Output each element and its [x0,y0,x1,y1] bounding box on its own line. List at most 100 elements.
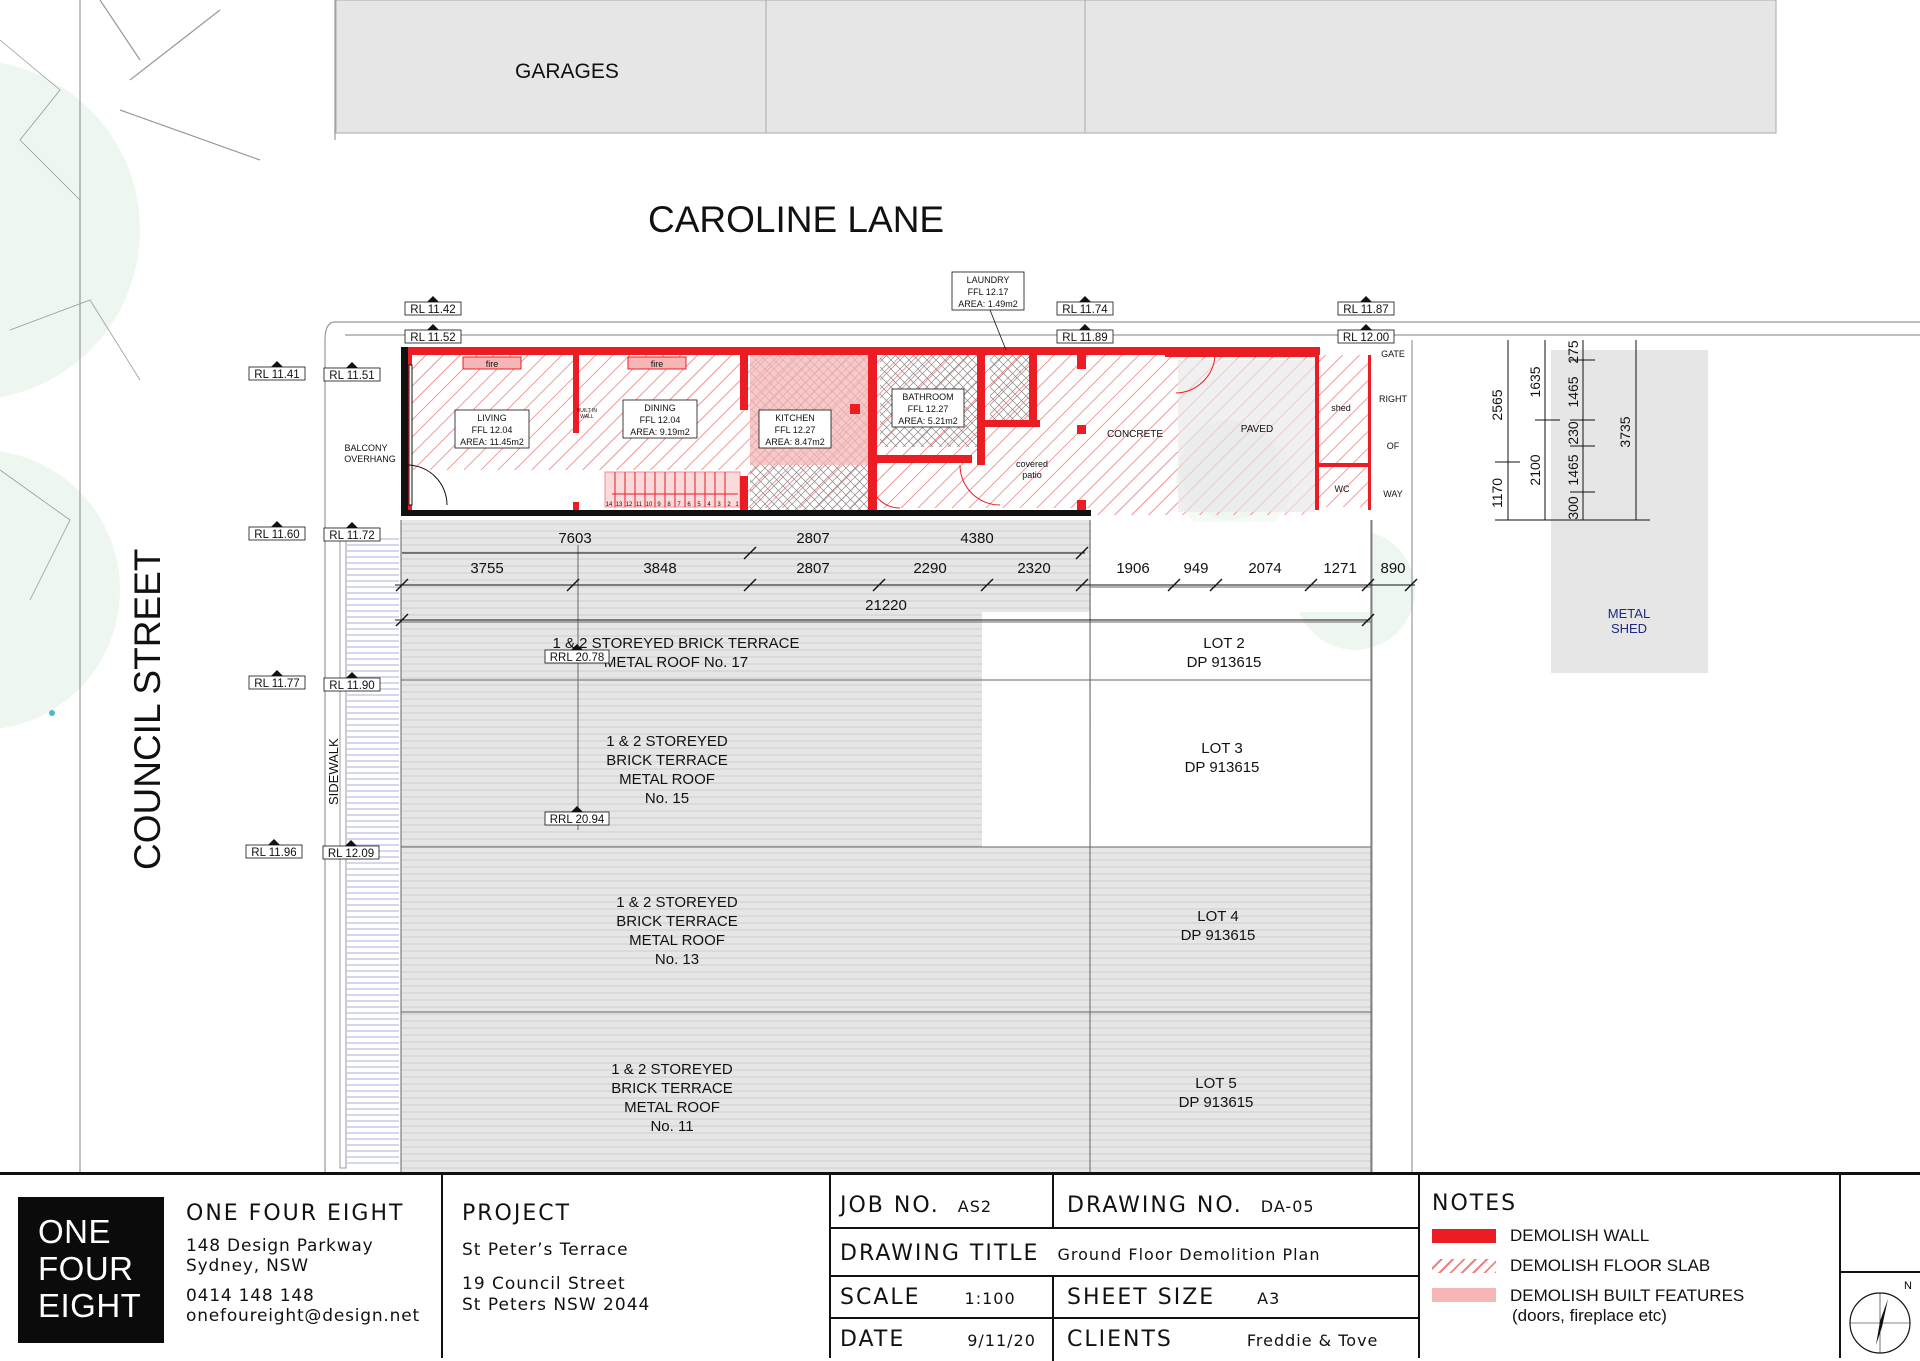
terrace-11-line1: 1 & 2 STOREYED [611,1061,733,1078]
drawing-number: DRAWING NO. DA-05 [1067,1193,1315,1218]
legend-demolish-built: DEMOLISH BUILT FEATURES (doors, fireplac… [1432,1286,1744,1326]
svg-text:RL 11.42: RL 11.42 [410,304,455,316]
svg-text:9: 9 [657,502,661,508]
svg-text:RL 11.52: RL 11.52 [410,332,455,344]
svg-text:2807: 2807 [796,530,829,547]
svg-text:RL 11.74: RL 11.74 [1062,304,1108,316]
demolish-slab-text: DEMOLISH FLOOR SLAB [1510,1256,1711,1275]
site-plan-drawing: GARAGES CAROLINE LANE COUNCIL STREET SID… [0,0,1920,1172]
divider [829,1275,1418,1277]
built-in-wall-2: WALL [580,414,594,420]
divider [829,1175,831,1358]
shed-label: shed [1331,403,1351,413]
job-number: JOB NO. AS2 [840,1193,992,1218]
kitchen-area: AREA: 8.47m2 [765,437,825,447]
svg-text:1: 1 [735,502,739,508]
svg-text:890: 890 [1380,560,1405,577]
scale: SCALE 1:100 [840,1285,1016,1310]
concrete-label: CONCRETE [1107,429,1163,440]
svg-text:8: 8 [667,502,671,508]
lot4-line2: DP 913615 [1181,927,1256,944]
bathroom-ffl: FFL 12.27 [908,404,949,414]
svg-text:1465: 1465 [1565,454,1581,485]
rl-tag: RL 11.41 [248,361,306,381]
svg-text:2320: 2320 [1017,560,1050,577]
garages: GARAGES [335,0,1777,134]
divider [1839,1271,1920,1273]
property-lines [79,0,1920,1172]
drawing-title-label: DRAWING TITLE [840,1241,1040,1266]
living-area: AREA: 11.45m2 [460,437,524,447]
sidewalk-label: SIDEWALK [326,738,341,805]
project-label: PROJECT [462,1201,572,1226]
dimension-values: 7603 2807 4380 3755 3848 2807 2290 2320 … [470,530,1405,614]
svg-text:300: 300 [1565,496,1581,520]
svg-text:12: 12 [626,502,633,508]
rl-tag: RRL 20.78 [544,644,610,664]
fire-label-dining: fire [651,359,664,369]
svg-text:1635: 1635 [1527,366,1543,397]
svg-text:RL 12.09: RL 12.09 [328,848,374,860]
rl-tag: RL 11.51 [323,362,381,382]
dining-ffl: FFL 12.04 [640,415,681,425]
drawing-title-value: Ground Floor Demolition Plan [1057,1245,1321,1264]
project-address-1: 19 Council Street [462,1274,626,1294]
balcony-label-1: BALCONY [344,443,387,453]
firm-email: onefoureight@design.net [186,1306,420,1326]
svg-text:3735: 3735 [1617,416,1633,447]
house-plan: fire fire [401,347,1371,516]
terrace-11-line3: METAL ROOF [624,1099,720,1116]
svg-text:2807: 2807 [796,560,829,577]
legend-demolish-wall: DEMOLISH WALL [1432,1226,1744,1246]
svg-text:RL 11.77: RL 11.77 [254,678,299,690]
rl-tag: RL 12.00 [1337,324,1395,344]
svg-text:4: 4 [707,502,711,508]
rl-tag: RL 11.90 [323,672,381,692]
svg-text:2074: 2074 [1248,560,1281,577]
lot3-line2: DP 913615 [1185,759,1260,776]
date: DATE 9/11/20 [840,1327,1036,1352]
firm-logo: ONE FOUR EIGHT [18,1197,164,1343]
svg-text:3848: 3848 [643,560,676,577]
svg-text:RL 11.87: RL 11.87 [1343,304,1388,316]
svg-text:7603: 7603 [558,530,591,547]
divider [1418,1175,1420,1358]
council-street-label: COUNCIL STREET [127,549,168,870]
north-label: N [1904,1280,1912,1292]
project-address-2: St Peters NSW 2044 [462,1295,651,1315]
project-name: St Peter’s Terrace [462,1240,629,1260]
legend-demolish-slab: DEMOLISH FLOOR SLAB [1432,1256,1744,1276]
terrace-13-line2: BRICK TERRACE [616,913,737,930]
divider [829,1317,1418,1319]
metal-shed: METAL SHED [1551,350,1708,673]
svg-text:21220: 21220 [865,597,907,614]
svg-text:2100: 2100 [1527,454,1543,485]
svg-text:11: 11 [636,502,643,508]
firm-name: ONE FOUR EIGHT [186,1201,405,1226]
divider [1839,1175,1841,1358]
svg-text:1465: 1465 [1565,376,1581,407]
dining-name: DINING [644,403,676,413]
firm-details: ONE FOUR EIGHT 148 Design Parkway Sydney… [186,1201,420,1326]
row-label-4: WAY [1383,489,1403,499]
laundry-ffl: FFL 12.17 [968,287,1009,297]
sheet-size-value: A3 [1257,1289,1281,1308]
svg-text:RL 11.60: RL 11.60 [254,529,299,541]
demolish-slab-swatch [1432,1259,1496,1273]
demolish-wall-text: DEMOLISH WALL [1510,1226,1650,1245]
balcony-label-2: OVERHANG [344,454,396,464]
drawing-title: DRAWING TITLE Ground Floor Demolition Pl… [840,1241,1320,1266]
rl-tag: RL 11.87 [1337,296,1395,316]
terrace-15-line3: METAL ROOF [619,771,715,788]
covered-patio-1: covered [1016,459,1048,469]
divider [1052,1175,1054,1227]
covered-patio-2: patio [1022,470,1042,480]
svg-text:1170: 1170 [1489,478,1505,508]
terrace-11-line4: No. 11 [650,1118,693,1135]
project-details: PROJECT St Peter’s Terrace 19 Council St… [462,1201,650,1316]
divider [1052,1275,1054,1361]
dining-area: AREA: 9.19m2 [630,427,690,437]
row-label-1: GATE [1381,349,1405,359]
metal-shed-label-1: METAL [1608,606,1650,621]
firm-address-1: 148 Design Parkway [186,1236,374,1256]
